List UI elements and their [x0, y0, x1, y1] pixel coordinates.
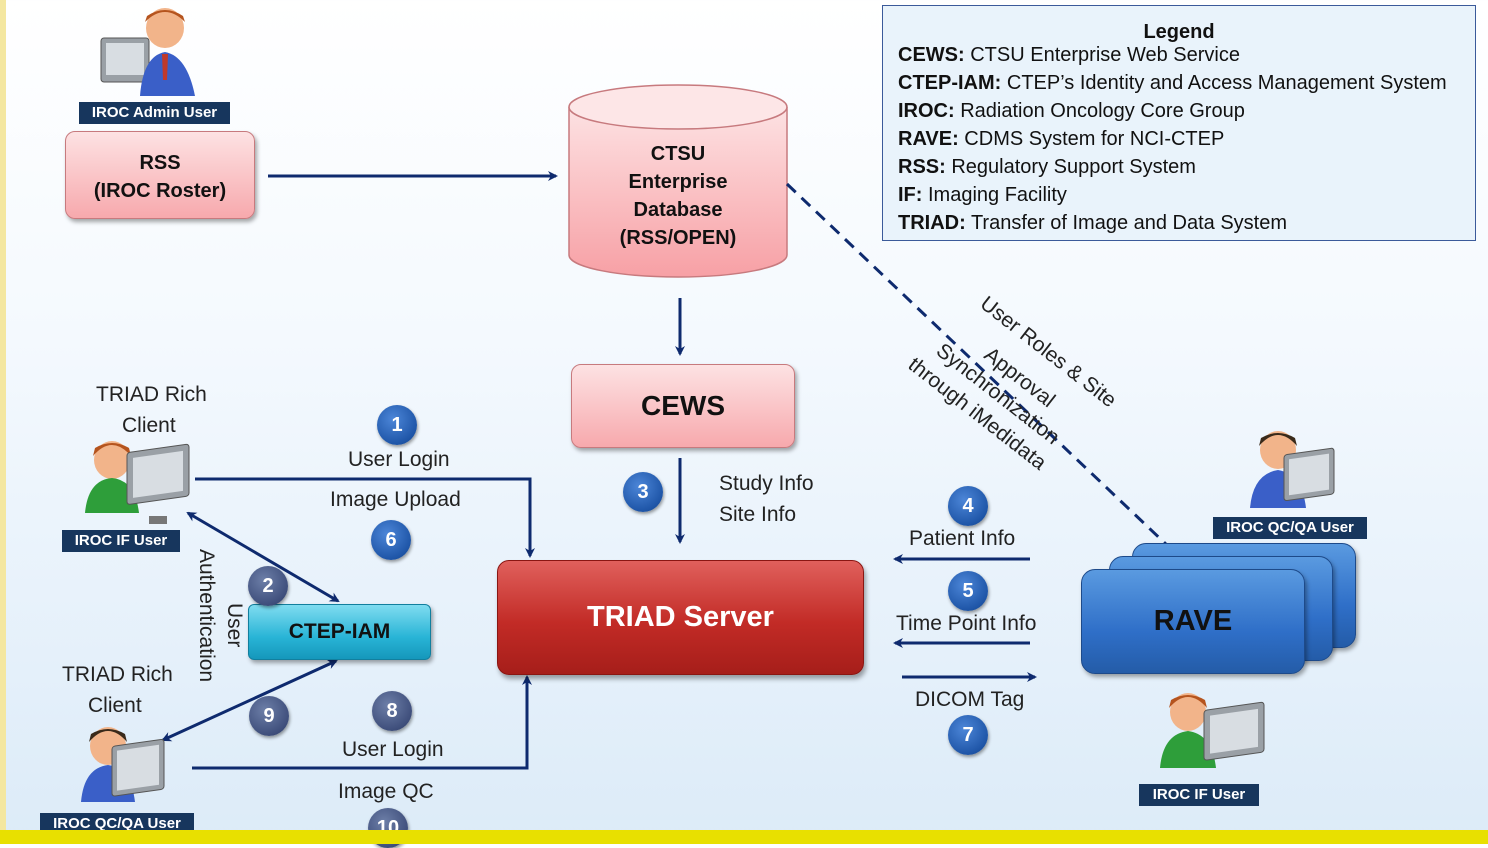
step-4: 4 — [948, 486, 988, 526]
flow-dicom-tag: DICOM Tag — [915, 688, 1025, 711]
cews-node: CEWS — [571, 364, 795, 448]
rss-node: RSS (IROC Roster) — [65, 131, 255, 219]
arrow-sync-dashed — [785, 182, 1191, 568]
flow-site-info: Site Info — [719, 503, 797, 526]
arrow-client-login-upload — [195, 477, 535, 558]
client-bottom-label-line2: Client — [88, 694, 142, 717]
flow-time-point-info: Time Point Info — [896, 612, 1037, 635]
client-top-label-line2: Client — [122, 414, 176, 437]
flow-image-qc: Image QC — [338, 780, 434, 803]
admin-user-tag: IROC Admin User — [79, 102, 230, 124]
step-7: 7 — [948, 715, 988, 755]
database-label-line4: (RSS/OPEN) — [619, 227, 737, 249]
flow-study-info: Study Info — [719, 472, 814, 495]
legend-entry-iroc: IROC: Radiation Oncology Core Group — [898, 100, 1245, 122]
qcqa-user-right-icon — [1250, 431, 1335, 508]
ctep-iam-node: CTEP-IAM — [248, 604, 431, 660]
legend-entry-cews: CEWS: CTSU Enterprise Web Service — [898, 44, 1240, 66]
qcqa-user-left-tag: IROC QC/QA User — [40, 813, 194, 835]
flow-user-login-top: User Login — [348, 448, 450, 471]
flow-user-login-bottom: User Login — [342, 738, 444, 761]
legend-entry-rss: RSS: Regulatory Support System — [898, 156, 1196, 178]
arrow-client-ctep-auth — [186, 511, 340, 603]
if-user-right-icon — [1160, 693, 1265, 768]
rss-label: RSS — [139, 152, 181, 174]
if-user-left-icon — [85, 441, 190, 524]
database-cylinder — [568, 84, 788, 278]
legend-entry-ctep-iam: CTEP-IAM: CTEP’s Identity and Access Man… — [898, 72, 1447, 94]
triad-server-node: TRIAD Server — [497, 560, 864, 675]
step-6: 6 — [371, 520, 411, 560]
database-label-line3: Database — [633, 199, 723, 221]
qcqa-user-right-tag: IROC QC/QA User — [1213, 517, 1367, 539]
step-2: 2 — [248, 566, 288, 606]
step-9: 9 — [249, 696, 289, 736]
rave-node: RAVE — [1081, 569, 1305, 674]
if-user-left-tag: IROC IF User — [62, 530, 180, 552]
database-label-line1: CTSU — [650, 143, 706, 165]
flow-image-upload: Image Upload — [330, 488, 461, 511]
step-5: 5 — [948, 571, 988, 611]
legend-title: Legend — [1143, 21, 1215, 43]
client-bottom-label-line1: TRIAD Rich — [62, 663, 173, 686]
step-3: 3 — [623, 472, 663, 512]
client-top-label-line1: TRIAD Rich — [96, 383, 207, 406]
bottom-border — [0, 830, 1488, 844]
database-label: CTSU Enterprise Database (RSS/OPEN) — [575, 140, 781, 252]
arrow-ctep-client-bottom — [161, 659, 338, 742]
rss-sublabel: (IROC Roster) — [93, 180, 227, 202]
step-1: 1 — [377, 405, 417, 445]
step-8: 8 — [372, 691, 412, 731]
arrow-client-login-qc — [192, 675, 532, 770]
flow-user-authentication-line2: Authentication — [195, 549, 218, 683]
legend: Legend CEWS: CTSU Enterprise Web Service… — [882, 5, 1476, 241]
admin-user-icon — [100, 8, 195, 96]
database-label-line2: Enterprise — [628, 171, 728, 193]
qcqa-user-left-icon — [81, 727, 165, 802]
flow-user-authentication-line1: User — [223, 603, 246, 648]
left-border — [0, 0, 6, 844]
legend-entry-rave: RAVE: CDMS System for NCI-CTEP — [898, 128, 1225, 150]
if-user-right-tag: IROC IF User — [1139, 784, 1259, 806]
flow-patient-info: Patient Info — [909, 527, 1016, 550]
legend-entry-triad: TRIAD: Transfer of Image and Data System — [898, 212, 1288, 234]
legend-entry-if: IF: Imaging Facility — [898, 184, 1067, 206]
